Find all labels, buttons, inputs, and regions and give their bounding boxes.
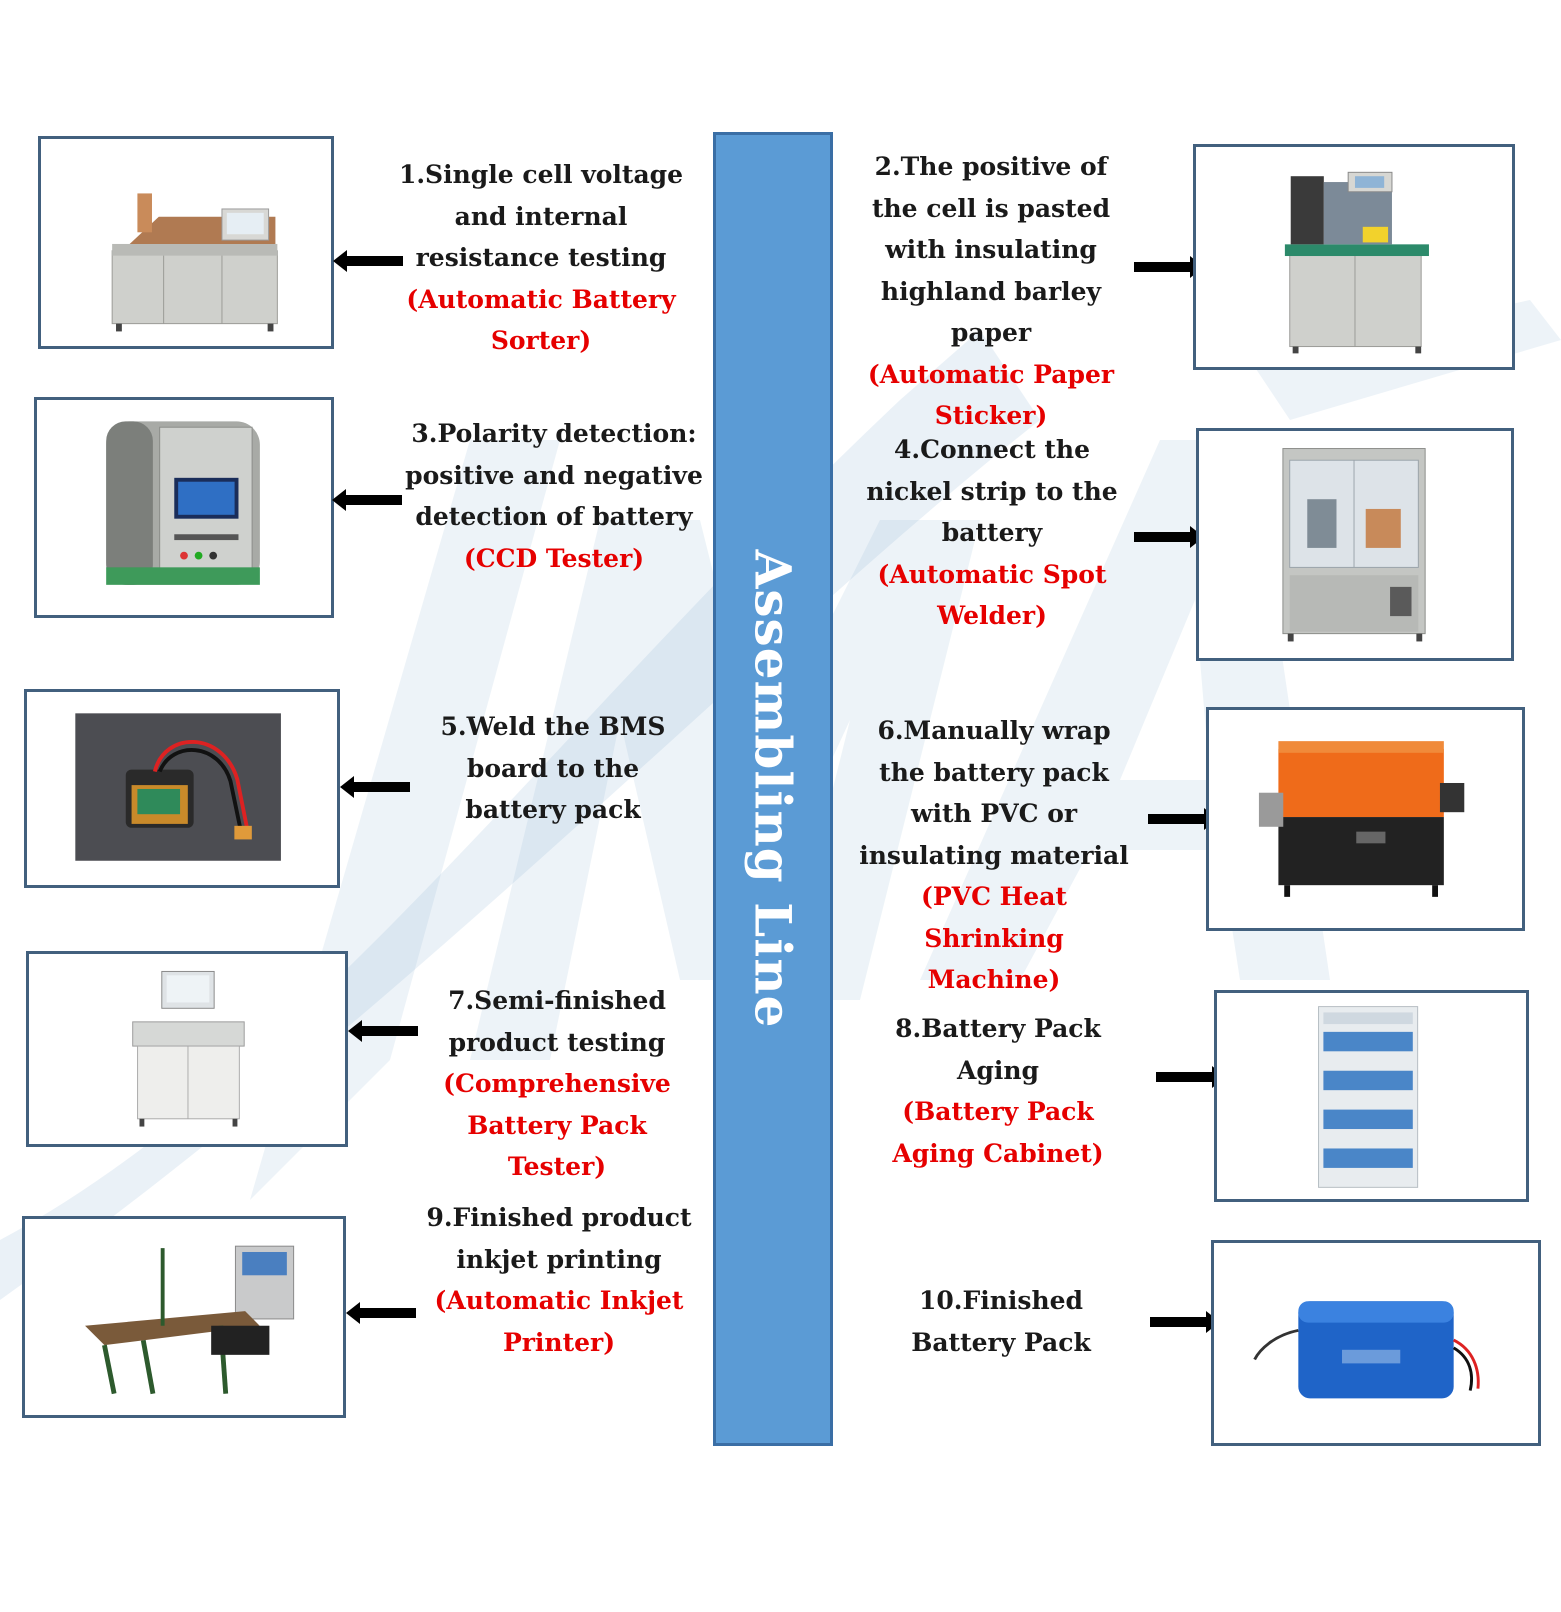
step-7-text: 7.Semi-finished product testing (Compreh… xyxy=(414,980,700,1188)
step-6-machine-name: (PVC Heat Shrinking Machine) xyxy=(921,882,1067,994)
arrow-left-icon xyxy=(346,1302,416,1324)
arrow-left-icon xyxy=(340,776,410,798)
automatic-paper-sticker-photo xyxy=(1193,144,1515,370)
arrow-left-icon xyxy=(348,1020,418,1042)
step-9-description: 9.Finished product inkjet printing xyxy=(426,1203,692,1274)
step-9-text: 9.Finished product inkjet printing (Auto… xyxy=(424,1197,694,1363)
step-10-description: 10.Finished Battery Pack xyxy=(911,1286,1091,1357)
step-1-text: 1.Single cell voltage and internal resis… xyxy=(396,154,686,362)
pvc-heat-shrinking-machine-photo xyxy=(1206,707,1525,931)
step-5-text: 5.Weld the BMS board to the battery pack xyxy=(418,706,688,831)
step-4-machine-name: (Automatic Spot Welder) xyxy=(877,559,1107,631)
step-3-text: 3.Polarity detection: positive and negat… xyxy=(404,413,704,579)
step-8-text: 8.Battery Pack Aging (Battery Pack Aging… xyxy=(858,1008,1138,1174)
arrow-left-icon xyxy=(332,489,402,511)
assembling-line-label: Assembling Line xyxy=(743,549,803,1029)
arrow-left-icon xyxy=(333,250,403,272)
step-7-description: 7.Semi-finished product testing xyxy=(448,986,666,1057)
step-8-description: 8.Battery Pack Aging xyxy=(895,1014,1101,1085)
step-6-text: 6.Manually wrap the battery pack with PV… xyxy=(854,710,1134,1001)
step-3-description: 3.Polarity detection: positive and negat… xyxy=(405,419,703,531)
automatic-inkjet-printer-photo xyxy=(22,1216,346,1418)
arrow-right-icon xyxy=(1134,256,1204,278)
step-3-machine-name: (CCD Tester) xyxy=(463,543,645,573)
step-4-text: 4.Connect the nickel strip to the batter… xyxy=(861,429,1123,637)
step-6-description: 6.Manually wrap the battery pack with PV… xyxy=(859,716,1129,870)
step-2-machine-name: (Automatic Paper Sticker) xyxy=(867,359,1115,431)
step-2-text: 2.The positive of the cell is pasted wit… xyxy=(856,146,1126,437)
arrow-right-icon xyxy=(1134,526,1204,548)
battery-pack-aging-cabinet-photo xyxy=(1214,990,1529,1202)
arrow-right-icon xyxy=(1156,1066,1226,1088)
step-1-description: 1.Single cell voltage and internal resis… xyxy=(398,160,684,272)
finished-battery-pack-photo xyxy=(1211,1240,1541,1446)
arrow-right-icon xyxy=(1150,1311,1220,1333)
automatic-spot-welder-photo xyxy=(1196,428,1514,661)
step-9-machine-name: (Automatic Inkjet Printer) xyxy=(434,1286,684,1357)
step-2-description: 2.The positive of the cell is pasted wit… xyxy=(871,152,1111,347)
ccd-tester-photo xyxy=(34,397,334,618)
assembling-line-bar xyxy=(713,132,833,1446)
bms-board-battery-photo xyxy=(24,689,340,888)
automatic-battery-sorter-photo xyxy=(38,136,334,349)
arrow-right-icon xyxy=(1148,808,1218,830)
step-10-text: 10.Finished Battery Pack xyxy=(870,1280,1132,1363)
step-4-description: 4.Connect the nickel strip to the batter… xyxy=(866,435,1118,547)
step-5-description: 5.Weld the BMS board to the battery pack xyxy=(440,712,666,824)
step-8-machine-name: (Battery Pack Aging Cabinet) xyxy=(892,1097,1104,1168)
step-1-machine-name: (Automatic Battery Sorter) xyxy=(406,284,676,356)
step-7-machine-name: (Comprehensive Battery Pack Tester) xyxy=(443,1069,671,1181)
battery-pack-tester-photo xyxy=(26,951,348,1147)
